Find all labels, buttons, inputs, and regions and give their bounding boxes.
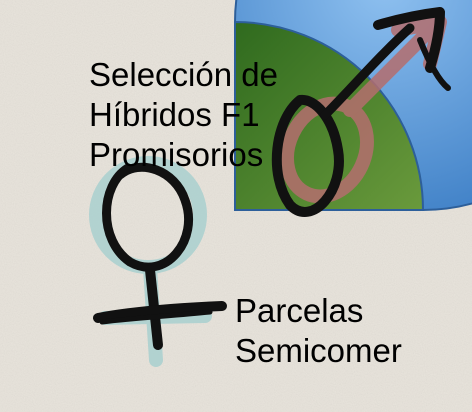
female-marker-ink (93, 162, 227, 350)
bottom-label-line-2: Semicomer (235, 332, 402, 369)
bottom-label-line-1: Parcelas (235, 292, 364, 329)
top-label-line-3: Promisorios (89, 136, 264, 173)
hybrid-selection-label: Selección de Híbridos F1 Promisorios (89, 55, 278, 175)
male-marker-ink (271, 7, 451, 217)
top-label-line-1: Selección de (89, 56, 278, 93)
plots-label: Parcelas Semicomer (235, 291, 402, 371)
top-label-line-2: Híbridos F1 (89, 96, 260, 133)
